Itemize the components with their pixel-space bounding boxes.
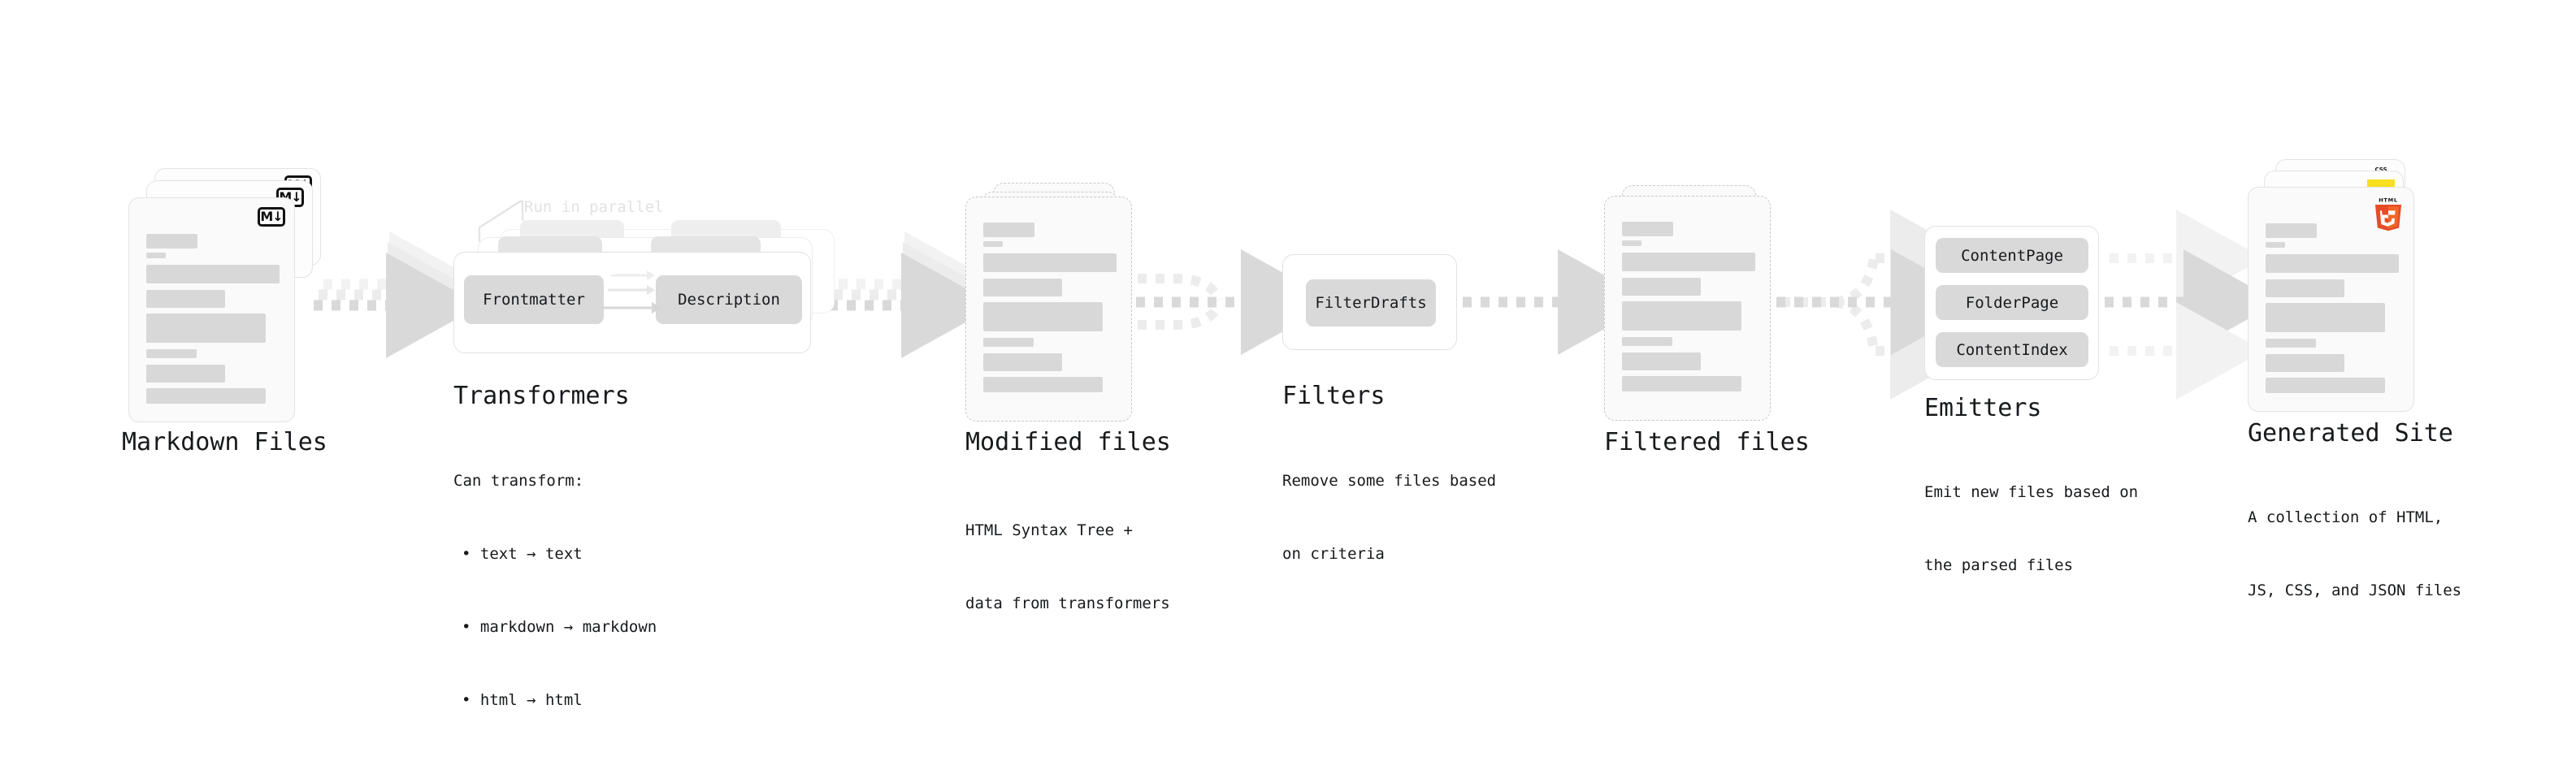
skeleton-bar [1622, 301, 1741, 331]
stage-subtitle-generated-site: A collection of HTML, JS, CSS, and JSON … [2248, 456, 2461, 651]
filtered-card-front[interactable] [1604, 196, 1771, 421]
transformer-group-front[interactable]: Frontmatter Description [453, 252, 811, 353]
transform-intro: Can transform: [453, 472, 584, 490]
subtitle-line: A collection of HTML, [2248, 508, 2444, 526]
filter-pill-filterdrafts[interactable]: FilterDrafts [1306, 279, 1436, 326]
skeleton-bar [2266, 303, 2385, 332]
stage-subtitle-filters: Remove some files based on criteria [1282, 420, 1496, 615]
subtitle-line: Remove some files based [1282, 472, 1497, 490]
subtitle-line: JS, CSS, and JSON files [2248, 582, 2462, 599]
svg-text:HTML: HTML [2379, 197, 2398, 203]
subtitle-line: data from transformers [965, 595, 1170, 612]
emitter-pill-contentpage[interactable]: ContentPage [1936, 238, 2088, 273]
skeleton-bar [146, 234, 197, 249]
skeleton-bar [1622, 278, 1701, 296]
stage-title-filtered-files: Filtered files [1604, 428, 1810, 456]
emitter-pill-folderpage-label: FolderPage [1965, 293, 2059, 312]
filter-pill-filterdrafts-label: FilterDrafts [1315, 294, 1427, 312]
markdown-icon-label: M↓ [260, 209, 283, 224]
transform-rule: • markdown → markdown [462, 618, 657, 636]
stage-subtitle-modified-files: HTML Syntax Tree + data from transformer… [965, 469, 1170, 664]
stage-title-filters: Filters [1282, 382, 1386, 410]
connector-modified-to-filters [1136, 249, 1336, 355]
skeleton-bar [146, 290, 225, 308]
skeleton-bar [983, 377, 1103, 392]
diagram-canvas: M↓ M↓ M↓ Markdown Files [122, 159, 2461, 709]
skeleton-bar [1622, 352, 1701, 370]
subtitle-line: HTML Syntax Tree + [965, 521, 1133, 539]
skeleton-bar [983, 253, 1117, 272]
skeleton-bar [1622, 253, 1755, 271]
connector-filtered-to-emitters [1776, 210, 1986, 400]
stage-title-markdown-files: Markdown Files [122, 428, 327, 456]
transformer-pill-description-label: Description [678, 291, 780, 309]
css-icon-label: CSS [2374, 166, 2387, 173]
skeleton-bar [2266, 339, 2316, 348]
stage-title-generated-site: Generated Site [2248, 419, 2453, 448]
stage-title-emitters: Emitters [1924, 394, 2042, 422]
skeleton-bar [2266, 354, 2344, 372]
emitter-pill-contentindex-label: ContentIndex [1956, 340, 2068, 359]
skeleton-bar [983, 353, 1062, 371]
markdown-icon: M↓ [258, 207, 285, 227]
stage-subtitle-transformers: Can transform: • text → text • markdown … [453, 420, 657, 761]
skeleton-bar [146, 365, 225, 383]
emitter-pill-contentpage-label: ContentPage [1961, 246, 2063, 265]
connector-emitters-to-site [2105, 210, 2279, 400]
stage-title-transformers: Transformers [453, 382, 630, 410]
transform-rule: • text → text [462, 545, 583, 563]
skeleton-bar [2266, 242, 2285, 248]
skeleton-bar [2266, 279, 2344, 297]
filters-group[interactable]: FilterDrafts [1282, 254, 1457, 350]
subtitle-line: on criteria [1282, 545, 1385, 563]
transformer-inner-arrows [600, 270, 661, 313]
skeleton-bar [983, 279, 1062, 296]
skeleton-bar [983, 241, 1003, 247]
connector-transformers-to-modified [829, 231, 1000, 358]
skeleton-bar [146, 313, 266, 343]
skeleton-bar [146, 388, 266, 404]
subtitle-line: Emit new files based on [1924, 483, 2139, 501]
site-card-front[interactable]: HTML [2248, 187, 2414, 412]
skeleton-bar [146, 253, 166, 258]
skeleton-bar [983, 223, 1034, 237]
html5-icon: HTML [2374, 197, 2402, 231]
emitters-group[interactable]: ContentPage FolderPage ContentIndex [1924, 226, 2099, 380]
skeleton-bar [1622, 240, 1641, 246]
modified-card-front[interactable] [965, 197, 1132, 422]
subtitle-line: the parsed files [1924, 556, 2074, 574]
transformer-pill-frontmatter-label: Frontmatter [483, 291, 585, 309]
skeleton-bar [983, 338, 1034, 347]
stage-subtitle-emitters: Emit new files based on the parsed files [1924, 431, 2138, 626]
skeleton-bar [146, 349, 197, 358]
transformer-pill-frontmatter[interactable]: Frontmatter [464, 275, 604, 324]
skeleton-bar [983, 302, 1103, 331]
skeleton-bar [1622, 222, 1673, 236]
skeleton-bar [2266, 254, 2399, 273]
emitter-pill-contentindex[interactable]: ContentIndex [1936, 332, 2088, 367]
skeleton-bar [1622, 337, 1672, 346]
parallel-annotation: Run in parallel [524, 198, 664, 216]
skeleton-bar [1622, 376, 1741, 391]
skeleton-bar [146, 265, 280, 283]
stage-title-modified-files: Modified files [965, 428, 1171, 456]
connector-markdown-to-transformers [314, 231, 484, 358]
transformer-pill-description[interactable]: Description [656, 275, 802, 324]
skeleton-bar [2266, 223, 2317, 238]
transform-rule: • html → html [462, 691, 583, 709]
markdown-card-front[interactable]: M↓ [128, 197, 295, 422]
skeleton-bar [2266, 378, 2385, 393]
parallel-bracket [478, 200, 524, 242]
emitter-pill-folderpage[interactable]: FolderPage [1936, 285, 2088, 320]
